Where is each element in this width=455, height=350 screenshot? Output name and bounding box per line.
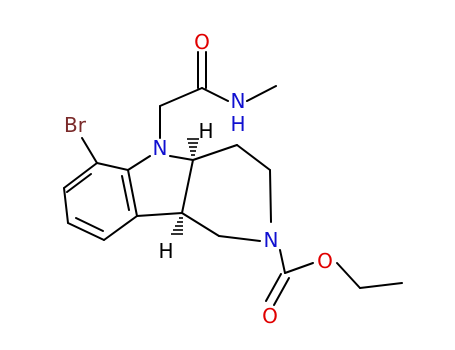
bond-c5-c4 <box>67 222 105 241</box>
bond-carbonyl-c-o-2 <box>273 277 290 306</box>
bond-o-ethyl-ch2 <box>336 262 361 289</box>
bond-ethyl-ch2-ch3 <box>359 282 403 289</box>
ester-oxygen-label: O <box>317 249 333 273</box>
bonds <box>63 51 403 306</box>
piperidine-nitrogen-label: N <box>264 228 279 252</box>
atom-labels: O N H Br N H H N O O <box>64 30 333 328</box>
bond-c6-c6-inner <box>66 173 92 193</box>
stereo-hydrogen-bottom-label: H <box>158 239 173 263</box>
bond-c6-c5 <box>63 187 69 224</box>
bond-c7-c6 <box>63 162 98 189</box>
indoline-nitrogen-label: N <box>153 136 168 160</box>
bond-c3a-c7a <box>127 169 138 217</box>
bond-n2-carbonyl-c <box>279 249 286 274</box>
bond-c3a-c7a-inner <box>121 175 130 211</box>
amide-hydrogen-label: H <box>230 112 245 136</box>
bond-c4-c3 <box>236 144 271 171</box>
amide-nitrogen-label: N <box>231 89 246 113</box>
bond-c1-c9b <box>181 212 220 237</box>
stereo-hydrogen-top-label: H <box>198 119 213 143</box>
bond-n-c7a <box>127 155 151 171</box>
bond-c3a-c9b <box>136 212 183 217</box>
bond-c4a-c4 <box>192 144 238 161</box>
bond-n-methyl <box>246 85 277 102</box>
bond-n-c4a <box>169 155 194 161</box>
amide-oxygen-label: O <box>194 30 210 54</box>
bond-amide-c-n <box>201 87 229 102</box>
hash-wedge-bottom <box>171 217 183 235</box>
bond-c5-c4-inner <box>75 217 104 232</box>
bond-c9b-c4a <box>181 159 194 214</box>
bond-c7-br <box>81 137 98 164</box>
bond-carbonyl-c-o-ester <box>284 262 314 274</box>
carbonyl-oxygen-label: O <box>262 304 278 328</box>
stereo-wedges <box>171 138 199 235</box>
hash-wedge-top <box>187 138 199 156</box>
bromine-label: Br <box>64 113 87 137</box>
bond-ch2-amide-c <box>159 87 203 107</box>
bond-carbonyl-c-o-1 <box>265 273 282 302</box>
bond-n2-c1 <box>218 235 261 242</box>
bond-c4-c3a <box>103 215 138 241</box>
bond-c7a-c7 <box>96 162 129 171</box>
bond-c3-n2 <box>269 169 272 223</box>
